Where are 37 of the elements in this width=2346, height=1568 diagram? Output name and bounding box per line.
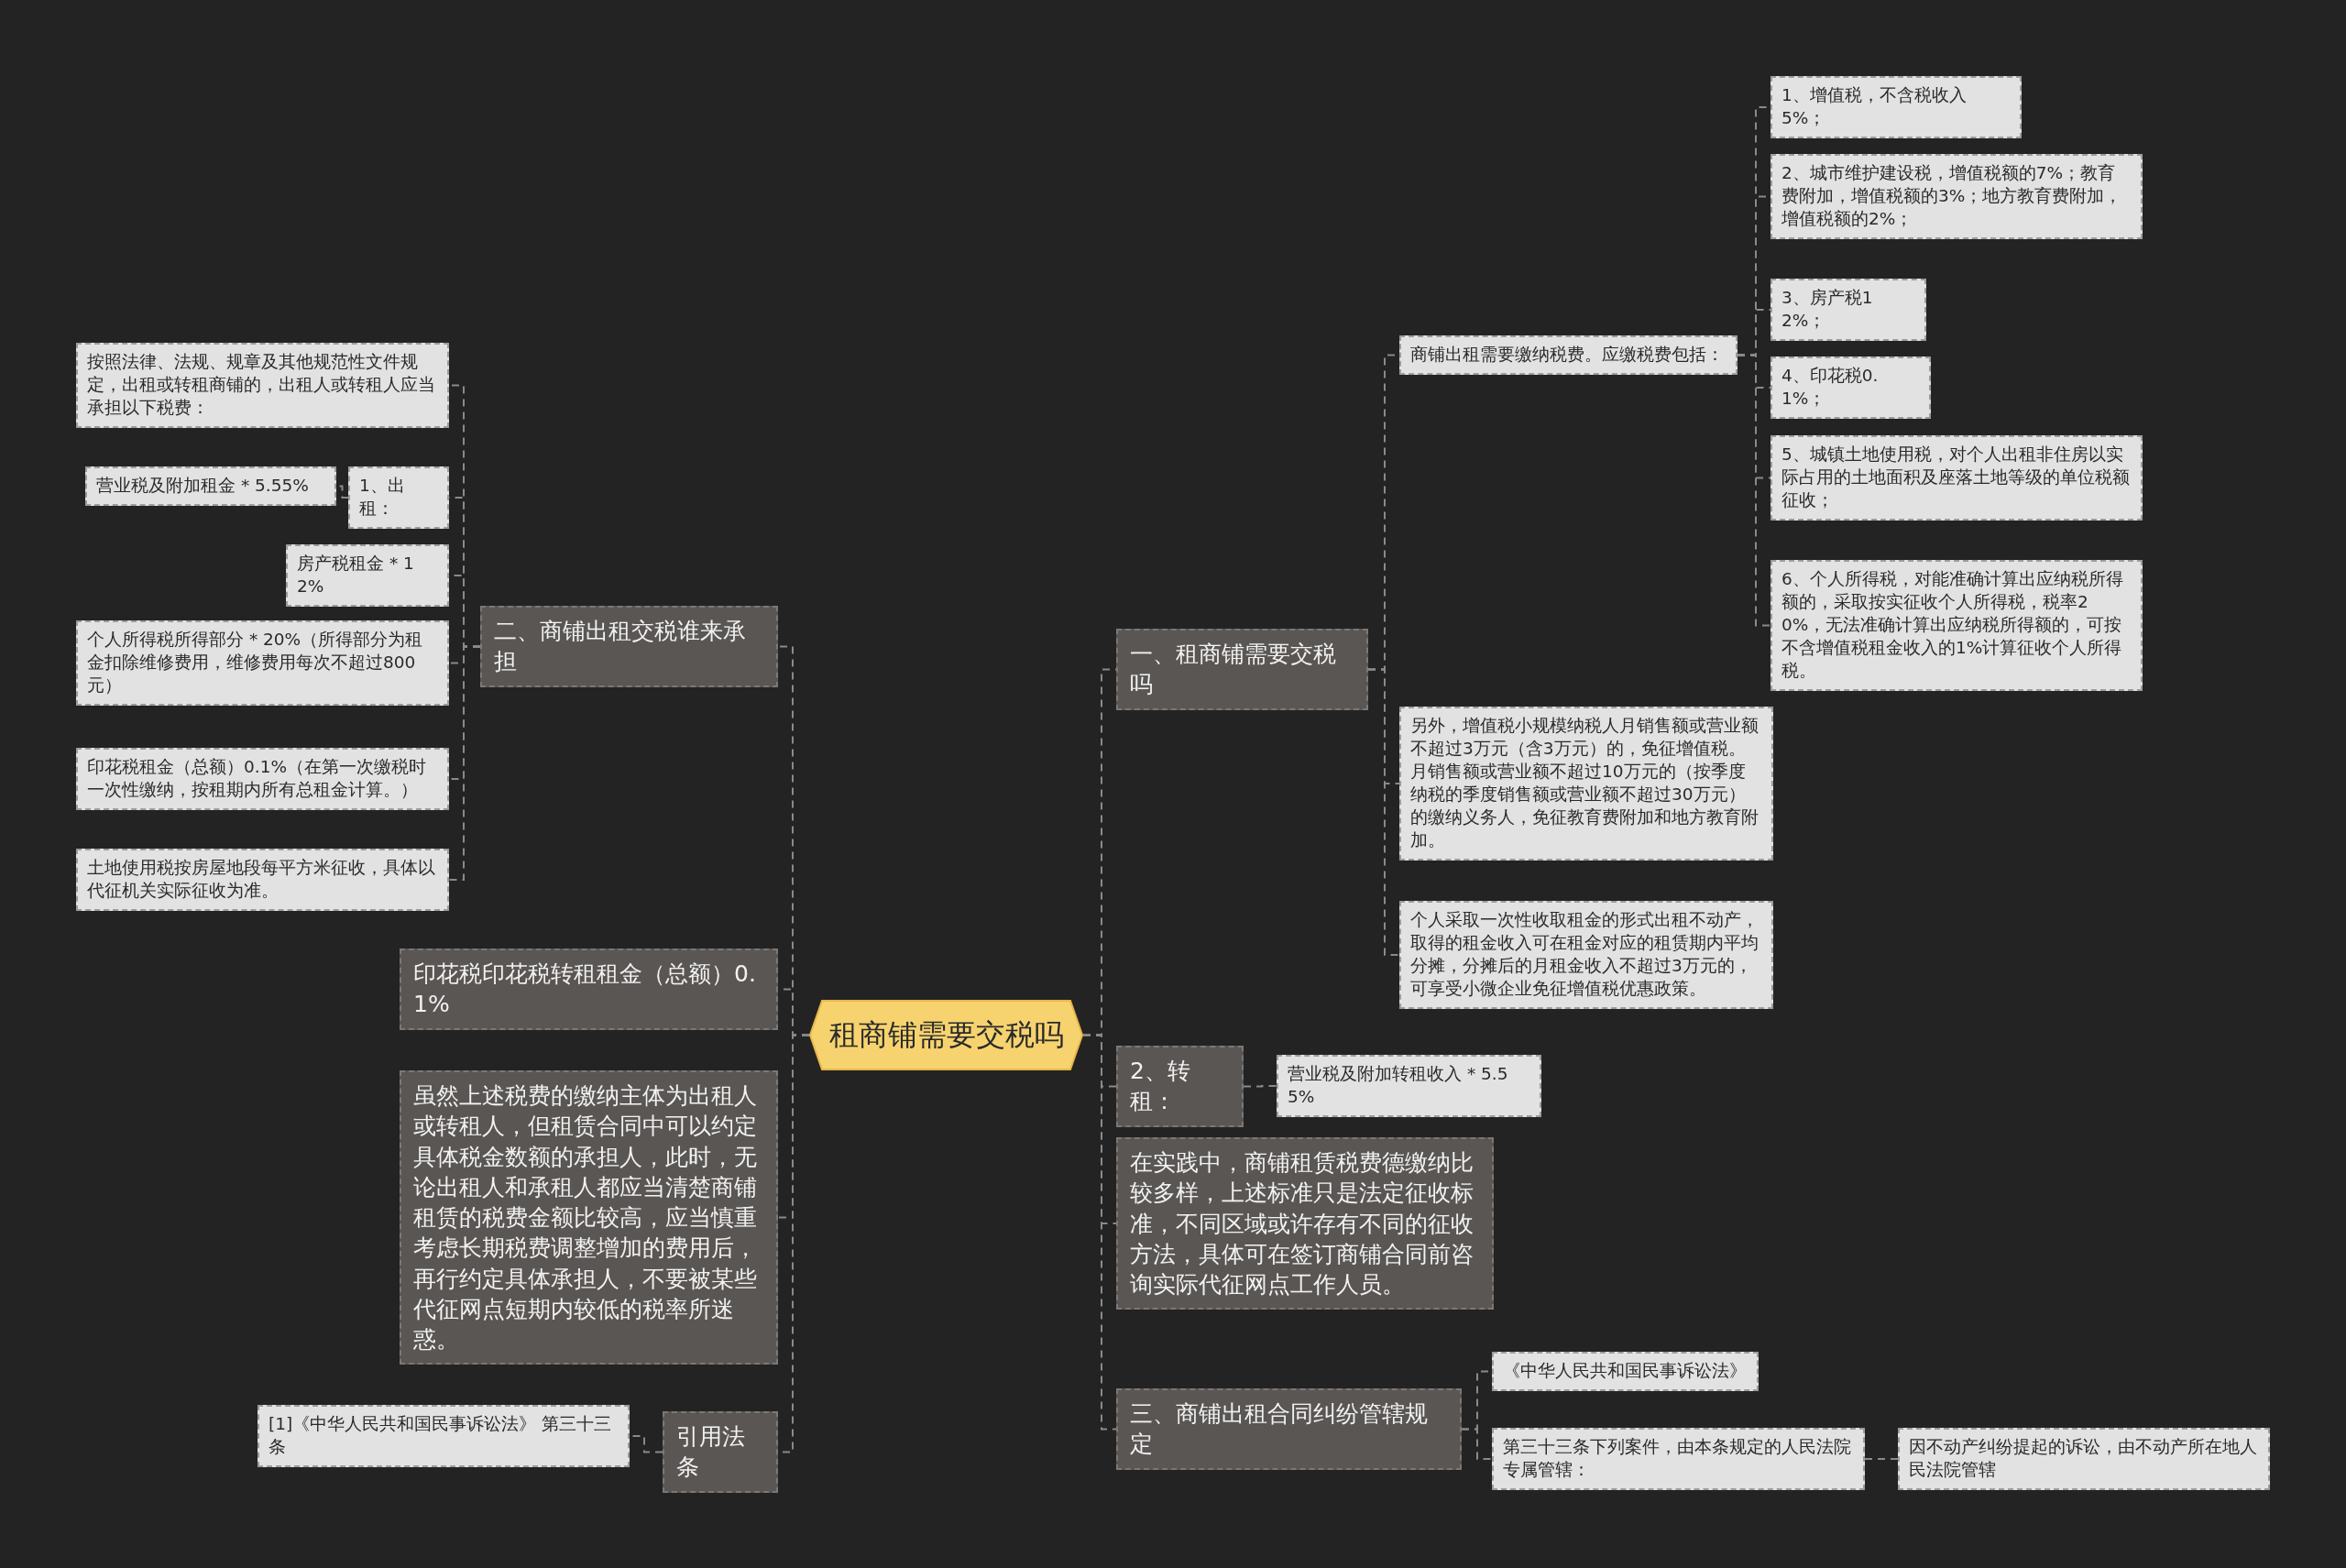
- topic-box: 2、转租：: [1116, 1046, 1244, 1127]
- connector-line: [1082, 1034, 1117, 1431]
- note-box: [1]《中华人民共和国民事诉讼法》 第三十三条: [258, 1405, 630, 1467]
- note-box: 个人所得税所得部分 * 20%（所得部分为租金扣除维修费用，维修费用每次不超过800元）: [76, 620, 449, 706]
- topic-box: 引用法条: [663, 1411, 778, 1493]
- note-box: 1、出租：: [348, 466, 449, 529]
- topic-box: 印花税印花税转租租金（总额）0.1%: [400, 948, 778, 1030]
- note-box: 土地使用税按房屋地段每平方米征收，具体以代征机关实际征收为准。: [76, 849, 449, 911]
- note-box: 按照法律、法规、规章及其他规范性文件规定，出租或转租商铺的，出租人或转租人应当承担以下税费：: [76, 343, 449, 428]
- topic-box: 二、商铺出租交税谁来承担: [480, 606, 778, 687]
- note-box: 营业税及附加租金 * 5.55%: [85, 466, 336, 506]
- note-box: 房产税租金 * 12%: [286, 544, 449, 607]
- topic-box: 在实践中，商铺租赁税费德缴纳比较多样，上述标准只是法定征收标准，不同区域或许存有不同的征收方法，具体可在签订商铺合同前咨询实际代征网点工作人员。: [1116, 1137, 1494, 1310]
- note-box: 因不动产纠纷提起的诉讼，由不动产所在地人民法院管辖: [1898, 1428, 2270, 1490]
- connector-line: [1367, 668, 1400, 956]
- topic-box: 虽然上述税费的缴纳主体为出租人或转租人，但租赁合同中可以约定具体税金数额的承担人，此时，无论出租人和承租人都应当清楚商铺租赁的税费金额比较高，应当慎重考虑长期税费调整增加的费用后，再行约定具体承担人，不要被某些代征网点短期内较低的税率所迷惑。: [400, 1070, 778, 1365]
- note-box: 第三十三条下列案件，由本条规定的人民法院专属管辖：: [1492, 1428, 1865, 1490]
- note-box: 2、城市维护建设税，增值税额的7%；教育费附加，增值税额的3%；地方教育费附加，增值税额的2%；: [1770, 154, 2143, 239]
- note-box: 4、印花税0.1%；: [1770, 356, 1931, 419]
- topic-box: 三、商铺出租合同纠纷管辖规定: [1116, 1388, 1462, 1470]
- connector-line: [1461, 1428, 1493, 1460]
- connector-line: [448, 645, 481, 881]
- note-box: 营业税及附加转租收入 * 5.55%: [1277, 1055, 1541, 1117]
- topic-box: 一、租商铺需要交税吗: [1116, 629, 1368, 710]
- note-box: 6、个人所得税，对能准确计算出应纳税所得额的，采取按实征收个人所得税，税率20%，无法准确计算出应纳税所得额的，可按不含增值税租金收入的1%计算征收个人所得税。: [1770, 560, 2143, 691]
- note-box: 商铺出租需要缴纳税费。应缴税费包括：: [1399, 335, 1738, 375]
- note-box: 5、城镇土地使用税，对个人出租非住房以实际占用的土地面积及座落土地等级的单位税额征收；: [1770, 435, 2143, 521]
- note-box: 另外，增值税小规模纳税人月销售额或营业额不超过3万元（含3万元）的，免征增值税。月销售额或营业额不超过10万元的（按季度纳税的季度销售额或营业额不超过30万元）的缴纳义务人，免征教育费附加和地方教育附加。: [1399, 707, 1773, 861]
- connector-line: [1737, 354, 1771, 627]
- note-box: 1、增值税，不含税收入5%；: [1770, 76, 2022, 138]
- central-topic: 租商铺需要交税吗: [809, 1000, 1083, 1070]
- note-box: 3、房产税12%；: [1770, 279, 1926, 341]
- connector-line: [1864, 1458, 1899, 1460]
- note-box: 个人采取一次性收取租金的形式出租不动产，取得的租金收入可在租金对应的租赁期内平均分摊，分摊后的月租金收入不超过3万元的，可享受小微企业免征增值税优惠政策。: [1399, 901, 1773, 1009]
- connector-line: [1243, 1085, 1277, 1088]
- note-box: 《中华人民共和国民事诉讼法》: [1492, 1352, 1759, 1391]
- note-box: 印花税租金（总额）0.1%（在第一次缴税时一次性缴纳，按租期内所有总租金计算。）: [76, 748, 449, 810]
